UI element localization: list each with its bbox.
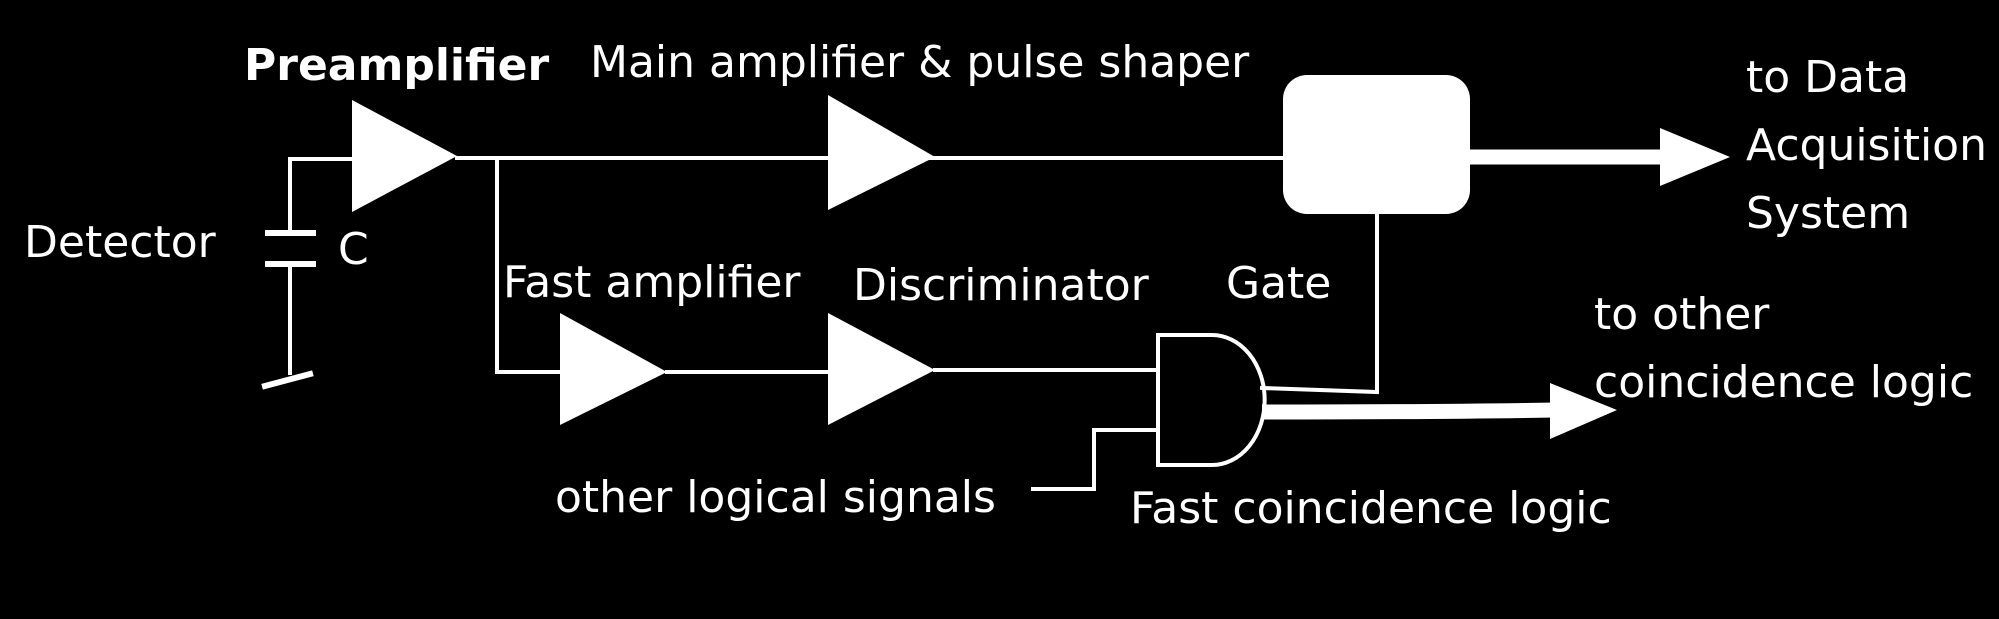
main-signal-line: [455, 156, 1285, 374]
preamplifier-triangle: [352, 100, 457, 212]
other-signals-line: [1031, 428, 1160, 491]
main-amplifier-label: Main amplifier & pulse shaper: [590, 37, 1250, 88]
fast-amplifier-triangle: [560, 313, 667, 425]
discriminator-label: Discriminator: [853, 260, 1150, 311]
other-coincidence-label-line2: coincidence logic: [1594, 357, 1973, 408]
fast-coincidence-label: Fast coincidence logic: [1130, 483, 1612, 534]
main-amplifier-triangle: [828, 95, 935, 210]
coincidence-output-arrow: [1261, 383, 1617, 439]
daq-label-line3: System: [1746, 188, 1910, 239]
capacitor-label: C: [338, 224, 369, 275]
detector-label: Detector: [24, 217, 217, 268]
gate-label: Gate: [1226, 258, 1331, 309]
daq-output-arrow: [1470, 128, 1730, 186]
other-signals-label: other logical signals: [555, 472, 996, 523]
and-gate-symbol: [1156, 333, 1267, 467]
other-coincidence-label-line1: to other: [1594, 289, 1770, 340]
gate-to-box-line: [1259, 212, 1379, 395]
preamplifier-label: Preamplifier: [244, 40, 549, 91]
fast-amplifier-label: Fast amplifier: [503, 257, 801, 308]
daq-label-line2: Acquisition: [1746, 120, 1987, 171]
discriminator-triangle: [828, 313, 935, 425]
daq-label-line1: to Data: [1746, 52, 1909, 103]
detector-circuit: [261, 157, 352, 390]
linear-gate-box: [1283, 75, 1470, 214]
